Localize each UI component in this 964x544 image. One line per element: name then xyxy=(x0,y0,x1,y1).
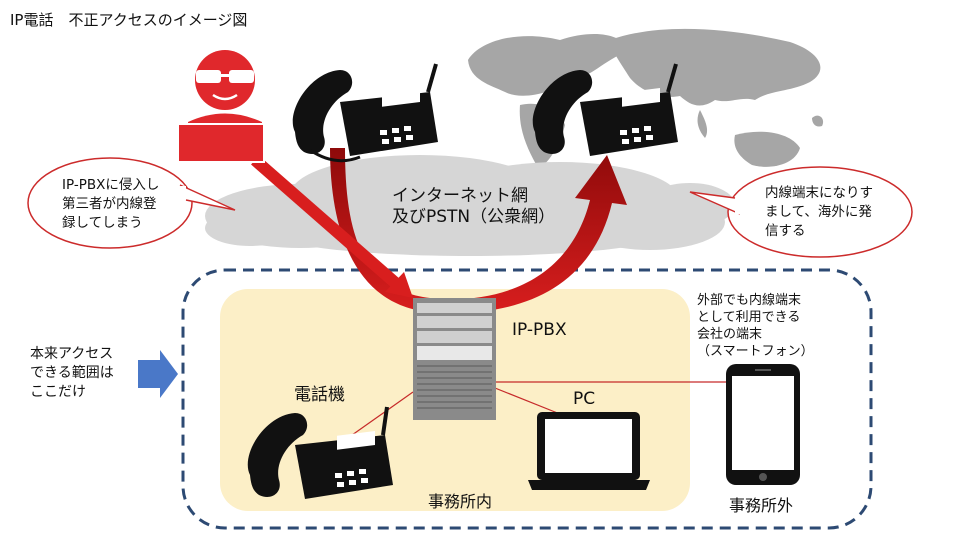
scope-note-line3: ここだけ xyxy=(30,384,86,400)
office-outside-label: 事務所外 xyxy=(729,496,794,515)
smartphone-icon xyxy=(726,364,800,485)
bubble-right-text: 内線端末になりす まして、海外に発 信する xyxy=(765,184,873,241)
attacker-phone-icon xyxy=(292,63,438,163)
page-title: IP電話 不正アクセスのイメージ図 xyxy=(10,11,248,29)
office-inside-label: 事務所内 xyxy=(428,492,493,511)
laptop-icon xyxy=(528,412,650,490)
bubble-left-line1: IP-PBXに侵入し xyxy=(62,177,160,193)
phone-label: 電話機 xyxy=(294,385,345,405)
scope-arrow-icon xyxy=(138,350,178,398)
bubble-left xyxy=(27,157,236,249)
cloud-label: インターネット網 及びPSTN（公衆網） xyxy=(392,186,555,228)
access-scope-boundary xyxy=(181,268,873,530)
scope-note: 本来アクセス できる範囲は ここだけ xyxy=(30,345,114,402)
ip-pbx-label: IP-PBX xyxy=(512,320,567,340)
mobile-desc-line2: として利用できる xyxy=(697,310,801,325)
mobile-desc-line3: 会社の端末 xyxy=(697,327,763,342)
cloud-label-line2: 及びPSTN（公衆網） xyxy=(392,207,556,227)
mobile-desc-line4: （スマートフォン） xyxy=(697,344,814,359)
bubble-right-line1: 内線端末になりす xyxy=(765,185,873,201)
bubble-left-text: IP-PBXに侵入し 第三者が内線登 録してしまう xyxy=(62,176,159,233)
bubble-right-line2: まして、海外に発 xyxy=(765,204,872,220)
scope-note-line2: できる範囲は xyxy=(30,365,114,381)
outbound-call-arrow xyxy=(330,148,627,313)
intrusion-arrow xyxy=(251,155,413,298)
mobile-description: 外部でも内線端末 として利用できる 会社の端末 （スマートフォン） xyxy=(697,292,814,360)
ip-pbx-server-icon xyxy=(413,298,496,420)
scope-note-line1: 本来アクセス xyxy=(30,346,114,362)
pc-label: PC xyxy=(573,389,596,409)
cloud-label-line1: インターネット網 xyxy=(392,186,528,206)
bubble-left-line2: 第三者が内線登 xyxy=(62,196,157,212)
bubble-left-line3: 録してしまう xyxy=(62,215,143,231)
overseas-phone-icon xyxy=(532,63,678,156)
hacker-icon xyxy=(177,50,265,163)
bubble-right-line3: 信する xyxy=(765,223,806,239)
bubble-right xyxy=(689,166,913,258)
mobile-desc-line1: 外部でも内線端末 xyxy=(697,293,802,308)
office-phone-icon xyxy=(247,406,393,499)
